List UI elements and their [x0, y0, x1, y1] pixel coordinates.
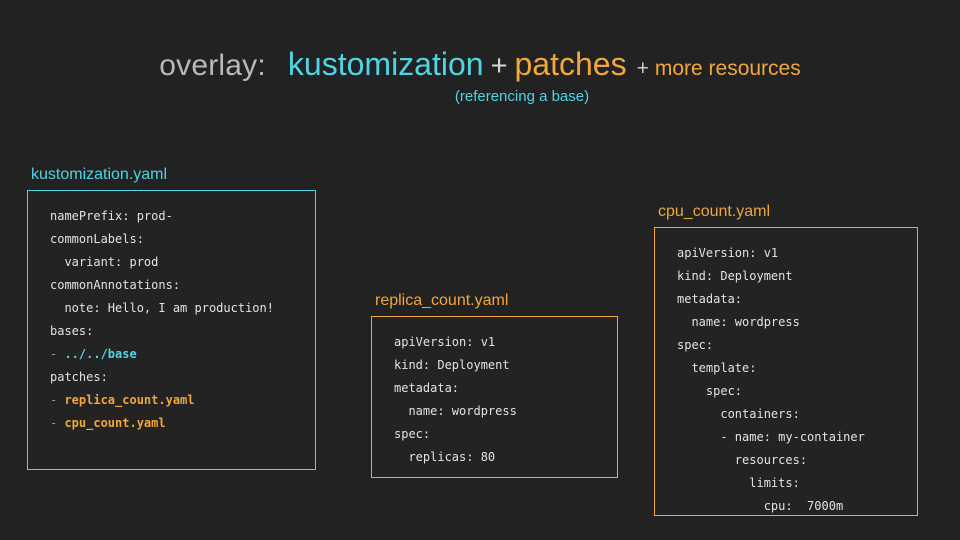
code-line: namePrefix: prod- [50, 209, 173, 223]
code-list-value: ../../base [64, 347, 137, 361]
code-line: apiVersion: v1 [677, 246, 779, 260]
file-card-label: replica_count.yaml [375, 292, 509, 309]
file-card-cpu-count: cpu_count.yaml apiVersion: v1 kind: Deplo… [654, 203, 918, 516]
code-line: metadata: [394, 381, 460, 395]
code-line: kind: Deployment [677, 269, 793, 283]
code-line: apiVersion: v1 [394, 335, 496, 349]
code-list-dash: - [50, 393, 65, 407]
code-line: - cpu_count.yaml [50, 412, 303, 435]
code-line: kind: Deployment [394, 358, 510, 372]
code-line: replicas: 80 [394, 450, 496, 464]
code-list-value: replica_count.yaml [64, 393, 195, 407]
code-line: - ../../base [50, 343, 303, 366]
subheading-text: (referencing a base) [454, 88, 590, 105]
code-line: - replica_count.yaml [50, 389, 303, 412]
code-block: namePrefix: prod-commonLabels: variant: … [50, 205, 303, 435]
slide-subheading: (referencing a base) [0, 88, 960, 106]
code-line: note: Hello, I am production! [50, 301, 274, 315]
code-list-value: cpu_count.yaml [64, 416, 166, 430]
heading-term-more-resources: more resources [654, 57, 801, 80]
code-line: name: wordpress [677, 315, 800, 329]
code-line: spec: [394, 427, 431, 441]
code-line: commonAnnotations: [50, 278, 181, 292]
file-card-kustomization: kustomization.yaml namePrefix: prod-comm… [27, 166, 316, 470]
heading-prefix: overlay: [159, 49, 266, 82]
code-line: variant: prod [50, 255, 159, 269]
file-card-body: namePrefix: prod-commonLabels: variant: … [27, 190, 316, 470]
file-card-replica-count: replica_count.yaml apiVersion: v1 kind: D… [371, 292, 618, 478]
code-line: resources: [677, 453, 808, 467]
heading-term-kustomization: kustomization [287, 46, 484, 82]
code-line: commonLabels: [50, 232, 144, 246]
heading-plus-first: + [490, 50, 508, 82]
code-line: containers: [677, 407, 800, 421]
file-card-label: cpu_count.yaml [658, 203, 771, 220]
code-line: bases: [50, 324, 94, 338]
code-line: limits: [677, 476, 800, 490]
slide-heading: overlay:kustomization+patches+more resou… [0, 48, 960, 81]
code-list-dash: - [50, 347, 65, 361]
heading-line: overlay:kustomization+patches+more resou… [0, 48, 960, 81]
code-list-dash: - [50, 416, 65, 430]
code-line: spec: [677, 384, 743, 398]
heading-term-patches: patches [514, 46, 627, 82]
code-line: spec: [677, 338, 714, 352]
heading-plus-second: + [636, 57, 649, 80]
code-line: patches: [50, 370, 108, 384]
code-line: template: [677, 361, 757, 375]
code-line: - name: my-container [677, 430, 865, 444]
code-line: name: wordpress [394, 404, 517, 418]
code-line: cpu: 7000m [677, 499, 844, 513]
file-card-label: kustomization.yaml [31, 166, 168, 183]
code-line: metadata: [677, 292, 743, 306]
